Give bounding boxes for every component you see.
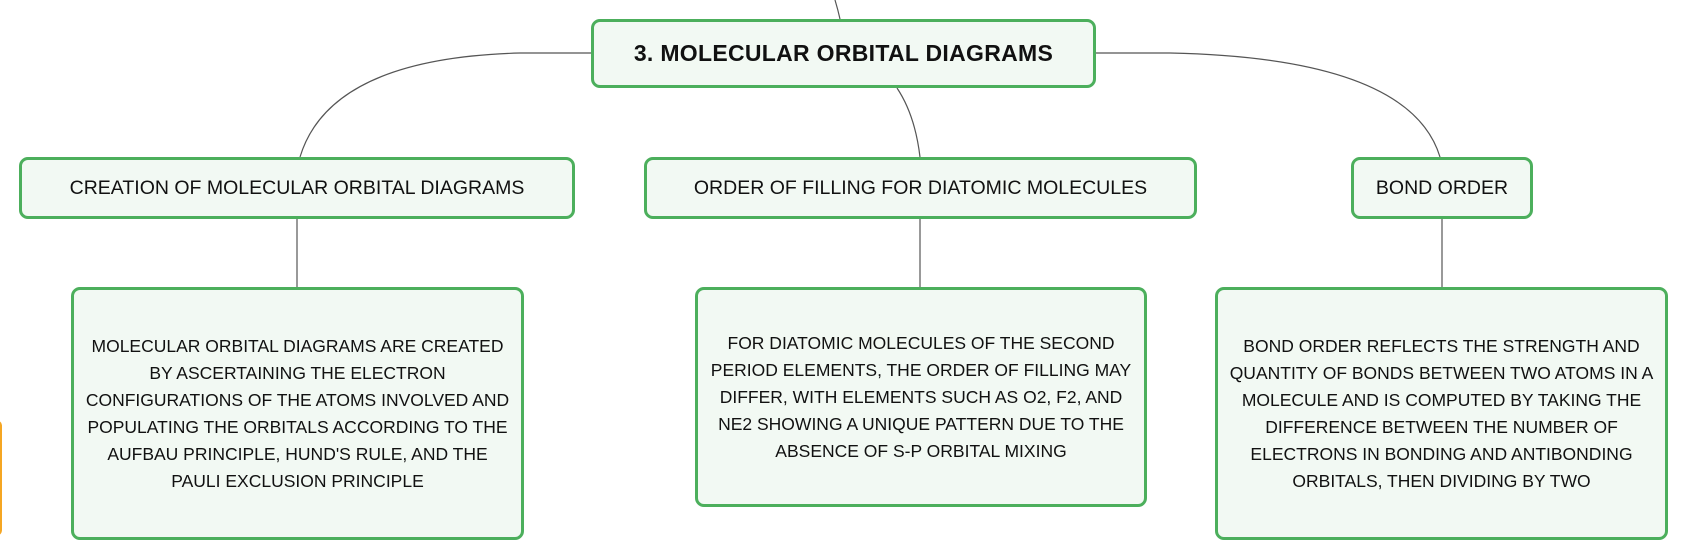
side-tab[interactable] (0, 420, 2, 536)
detail-node-text: BOND ORDER REFLECTS THE STRENGTH AND QUA… (1229, 335, 1654, 491)
root-node[interactable]: 3. MOLECULAR ORBITAL DIAGRAMS (591, 19, 1096, 88)
root-node-label: 3. MOLECULAR ORBITAL DIAGRAMS (633, 40, 1054, 66)
detail-node-text: FOR DIATOMIC MOLECULES OF THE SECOND PER… (710, 332, 1132, 461)
connector-root-to-order (896, 87, 921, 158)
topic-node-creation[interactable]: CREATION OF MOLECULAR ORBITAL DIAGRAMS (19, 157, 575, 219)
connector-parent-to-root (834, 0, 841, 20)
topic-node-label: ORDER OF FILLING FOR DIATOMIC MOLECULES (693, 176, 1148, 199)
topic-node-order-of-filling[interactable]: ORDER OF FILLING FOR DIATOMIC MOLECULES (644, 157, 1197, 219)
detail-node-creation[interactable]: MOLECULAR ORBITAL DIAGRAMS ARE CREATED B… (71, 287, 524, 540)
detail-node-order-of-filling[interactable]: FOR DIATOMIC MOLECULES OF THE SECOND PER… (695, 287, 1147, 507)
topic-node-label: BOND ORDER (1375, 176, 1509, 199)
detail-node-bond-order[interactable]: BOND ORDER REFLECTS THE STRENGTH AND QUA… (1215, 287, 1668, 540)
detail-node-text: MOLECULAR ORBITAL DIAGRAMS ARE CREATED B… (85, 335, 510, 491)
topic-node-bond-order[interactable]: BOND ORDER (1351, 157, 1533, 219)
connector-root-to-creation (299, 52, 591, 158)
topic-node-label: CREATION OF MOLECULAR ORBITAL DIAGRAMS (69, 176, 525, 199)
connector-root-to-bond-order (1096, 52, 1441, 158)
